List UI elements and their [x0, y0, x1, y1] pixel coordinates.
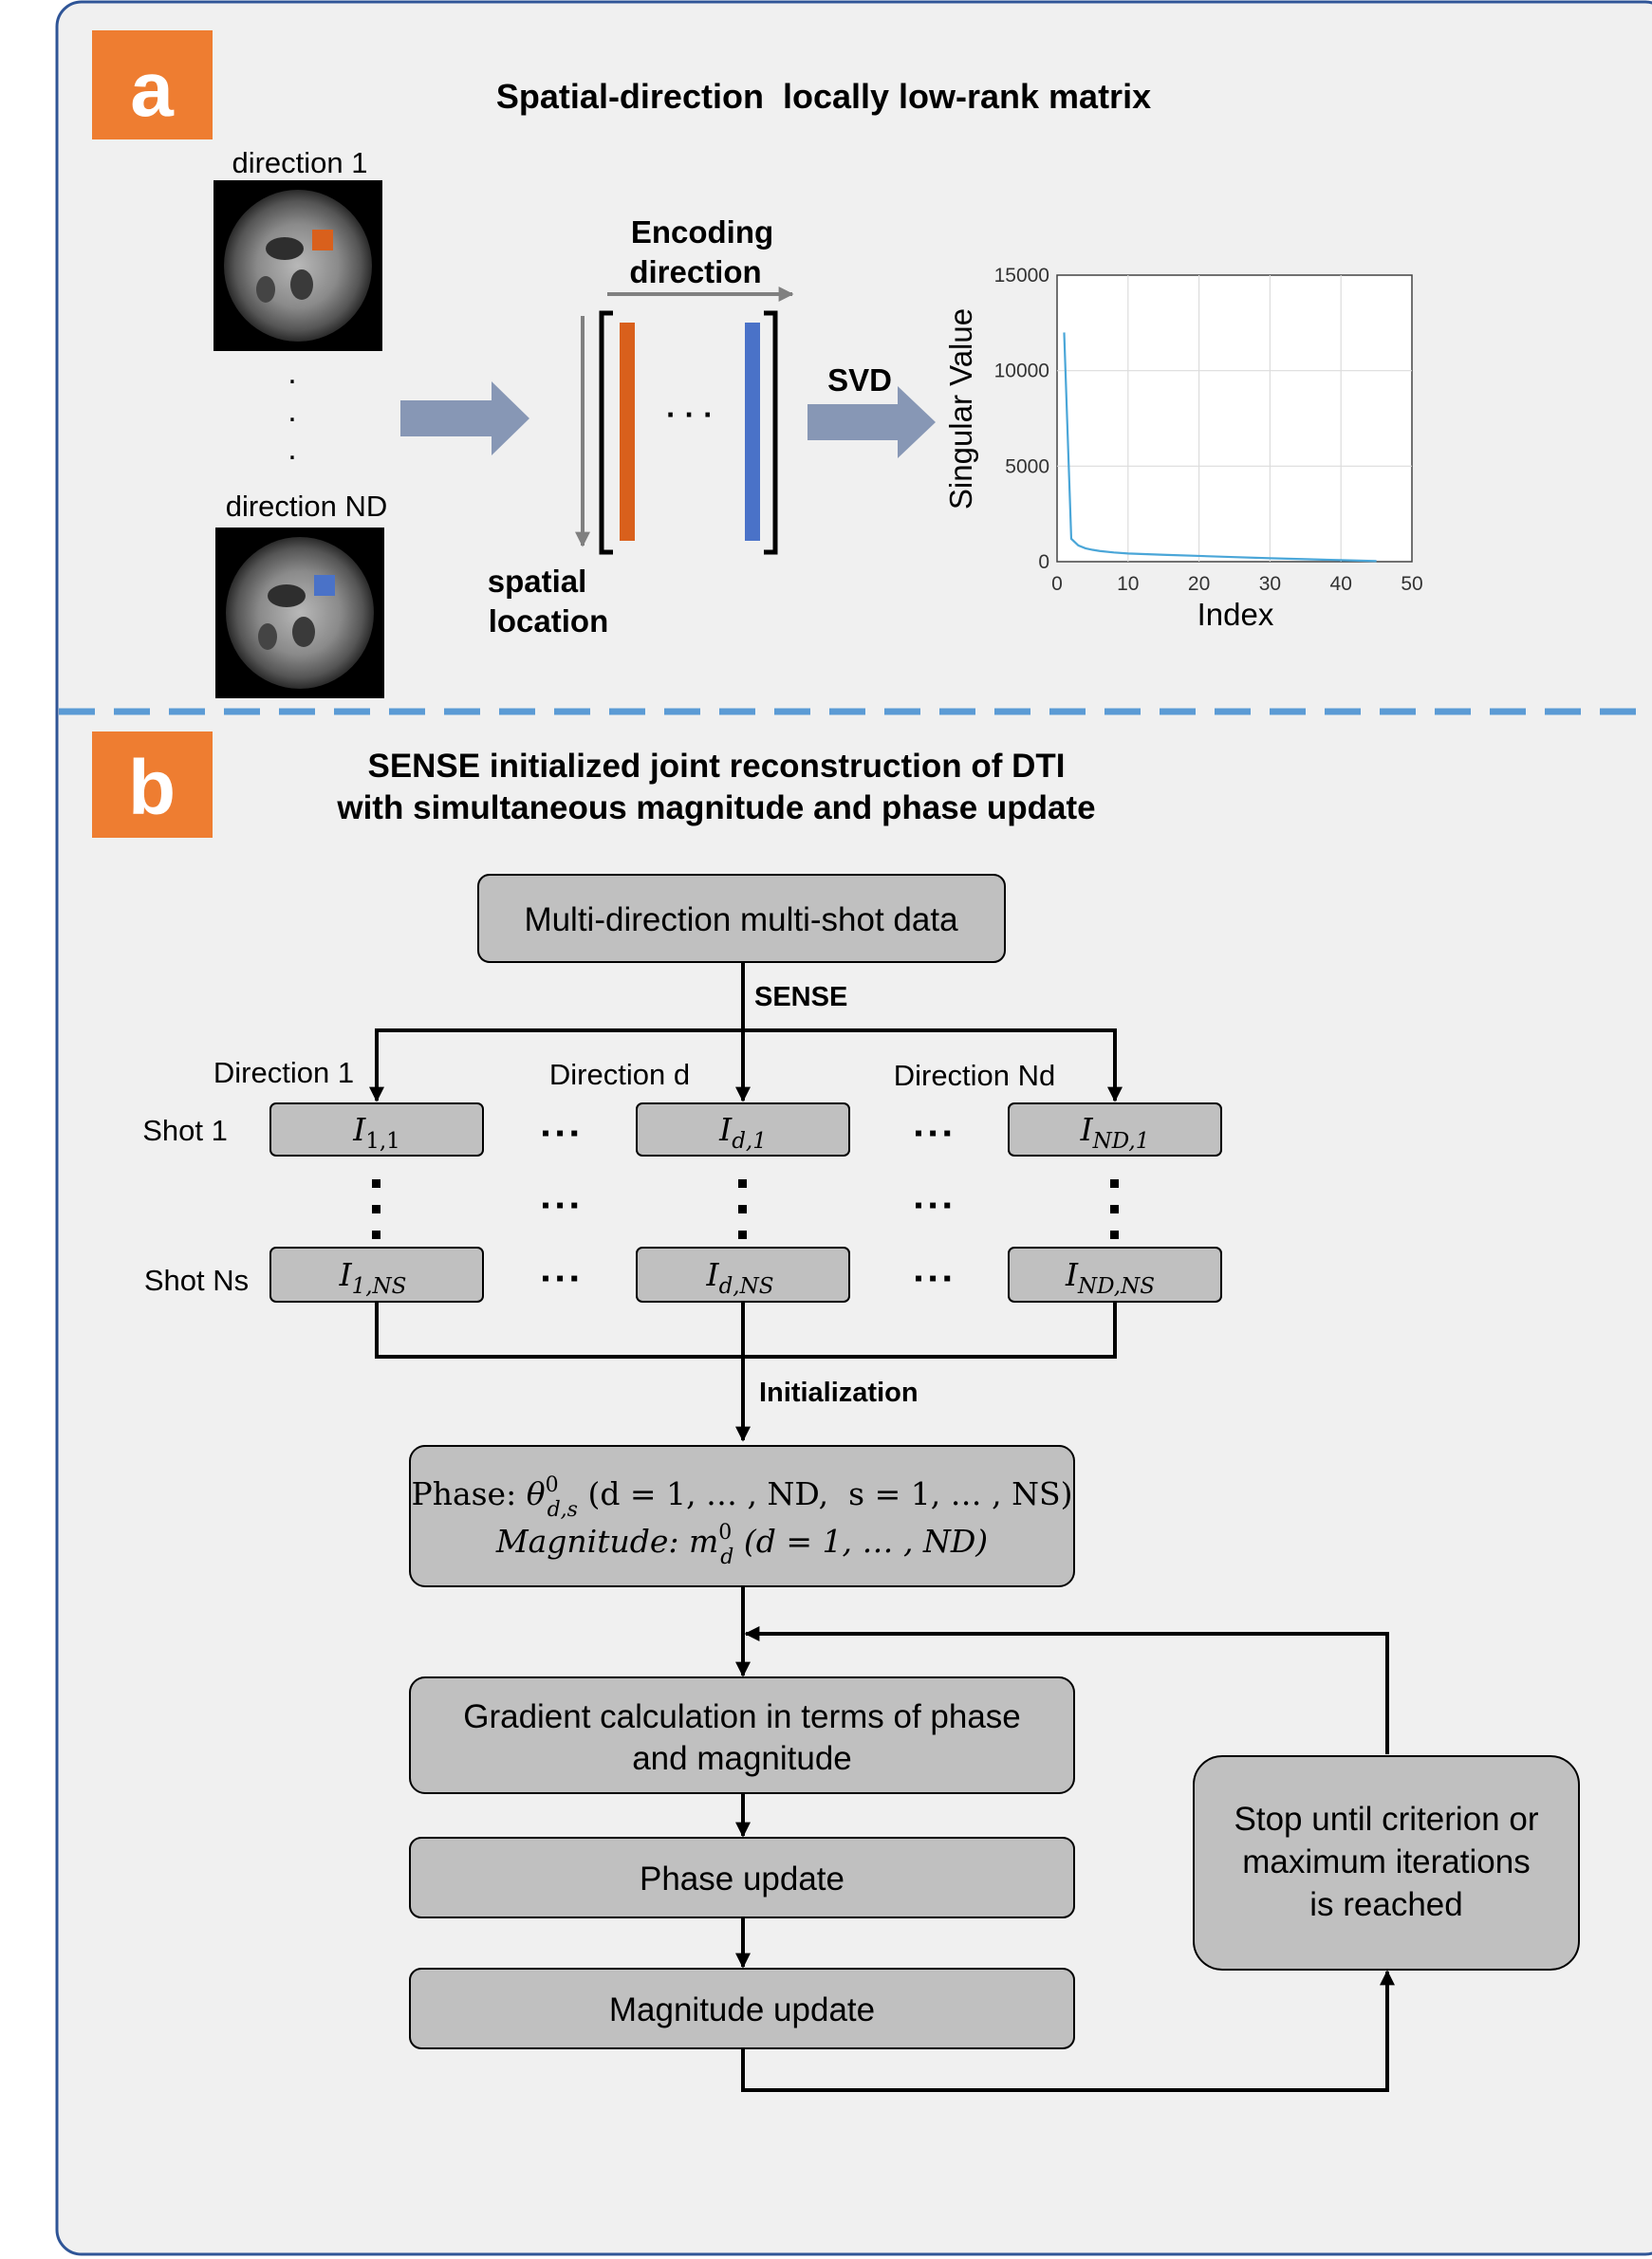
stop-label-1: Stop until criterion or: [1234, 1801, 1539, 1838]
cell-d-1: Id,1: [718, 1111, 767, 1154]
magnitude-update-label: Magnitude update: [609, 1991, 875, 2028]
spatial-label-2: location: [489, 603, 609, 639]
cell-nd-1-box: [1008, 1102, 1222, 1157]
patch-orange: [312, 230, 333, 250]
chart-xtick-label: 10: [1117, 573, 1139, 595]
matrix-column-blue: [745, 323, 760, 541]
panel-a-title: Spatial-direction locally low-rank matri…: [496, 77, 1151, 116]
cell-nd-1: IND,1: [1080, 1111, 1150, 1154]
chart-grid: [1057, 275, 1412, 562]
cell-d-1-box: [636, 1102, 850, 1157]
brain-image-direction-1: [213, 180, 382, 351]
shot-ns-label: Shot Ns: [144, 1264, 249, 1297]
connector-merge: [375, 1302, 1117, 1359]
hdots-row1-a: ▪ ▪ ▪: [542, 1120, 579, 1146]
vertical-ellipsis: .: [288, 355, 296, 391]
panel-b-badge-letter: b: [128, 745, 176, 831]
matrix-column-orange: [620, 323, 635, 541]
cell-1-ns: I1,NS: [339, 1256, 407, 1299]
chart-ytick-label: 0: [1038, 551, 1049, 573]
direction-first-label: direction 1: [232, 146, 367, 179]
hdots-rowns-a: ▪ ▪ ▪: [542, 1266, 579, 1291]
singular-value-chart: 0 10 20 30 40 50 0 5000 10000 15000 Index Singula…: [943, 265, 1423, 632]
chart-ytick-label: 5000: [1005, 455, 1049, 477]
chart-plot-area: [1056, 274, 1413, 563]
sense-label: SENSE: [754, 982, 847, 1012]
spatial-label-1: spatial: [488, 564, 587, 599]
panel-a-badge-letter: a: [130, 46, 175, 133]
direction-d-label: Direction d: [549, 1058, 690, 1091]
patch-blue: [314, 575, 335, 596]
panel-b-badge: [92, 731, 213, 838]
chart-ylabel: Singular Value: [943, 308, 978, 509]
chart-series: [1063, 332, 1377, 563]
direction-last-label: direction ND: [226, 490, 388, 523]
chart-xtick-label: 20: [1188, 573, 1210, 595]
block-arrow-svd: [807, 386, 936, 458]
encoding-label-2: direction: [629, 254, 761, 289]
vertical-ellipsis-2: .: [288, 393, 296, 429]
hdots-rowns-b: ▪ ▪ ▪: [915, 1266, 952, 1291]
chart-xlabel: Index: [1197, 597, 1274, 632]
chart-series-line: [1063, 332, 1377, 563]
gradient-label-2: and magnitude: [632, 1740, 852, 1777]
encoding-label-1: Encoding: [631, 214, 773, 250]
hdots-mid-b: ▪ ▪ ▪: [915, 1193, 952, 1218]
multi-shot-data-label: Multi-direction multi-shot data: [524, 901, 958, 938]
hdots-mid-a: ▪ ▪ ▪: [542, 1193, 579, 1218]
matrix-right-bracket: [764, 310, 778, 555]
chart-xtick-label: 0: [1051, 573, 1063, 595]
stop-label-3: is reached: [1309, 1886, 1462, 1923]
chart-ytick-label: 10000: [994, 361, 1049, 382]
matrix-left-bracket: [599, 310, 613, 555]
vertical-dots: [372, 1179, 1119, 1239]
connector-loop-back: [744, 1626, 1389, 1754]
chart-xtick-label: 50: [1401, 573, 1422, 595]
connector-to-stop: [741, 1970, 1395, 2092]
cell-d-ns: Id,NS: [706, 1256, 774, 1299]
panel-b-title-1: SENSE initialized joint reconstruction o…: [367, 748, 1065, 785]
panel-b-title-2: with simultaneous magnitude and phase up…: [336, 789, 1095, 826]
vertical-ellipsis-3: .: [288, 431, 296, 467]
shot-1-label: Shot 1: [142, 1114, 228, 1147]
svd-label: SVD: [827, 362, 892, 398]
cell-nd-ns: IND,NS: [1065, 1256, 1155, 1299]
chart-ticks: 0 10 20 30 40 50 0 5000 10000 15000: [994, 265, 1423, 595]
stop-label-2: maximum iterations: [1242, 1843, 1530, 1880]
block-arrow-to-matrix: [400, 381, 529, 455]
hdots-row1-b: ▪ ▪ ▪: [915, 1120, 952, 1146]
panel-a-badge: [92, 30, 213, 139]
chart-ytick-label: 15000: [994, 265, 1049, 287]
brain-image-direction-nd: [215, 528, 384, 698]
phase-update-label: Phase update: [640, 1861, 845, 1898]
stop-criterion-box: [1193, 1755, 1580, 1971]
direction-nd-label: Direction Nd: [894, 1059, 1056, 1092]
direction-1-label: Direction 1: [213, 1056, 354, 1089]
chart-xtick-label: 30: [1259, 573, 1281, 595]
initialization-label: Initialization: [759, 1378, 919, 1408]
initialization-box: [409, 1445, 1075, 1587]
gradient-label-1: Gradient calculation in terms of phase: [463, 1698, 1021, 1735]
chart-xtick-label: 40: [1330, 573, 1352, 595]
cell-1-1-box: [269, 1102, 484, 1157]
matrix-ellipsis: · · ·: [666, 398, 714, 432]
cell-1-1: I1,1: [352, 1111, 400, 1154]
